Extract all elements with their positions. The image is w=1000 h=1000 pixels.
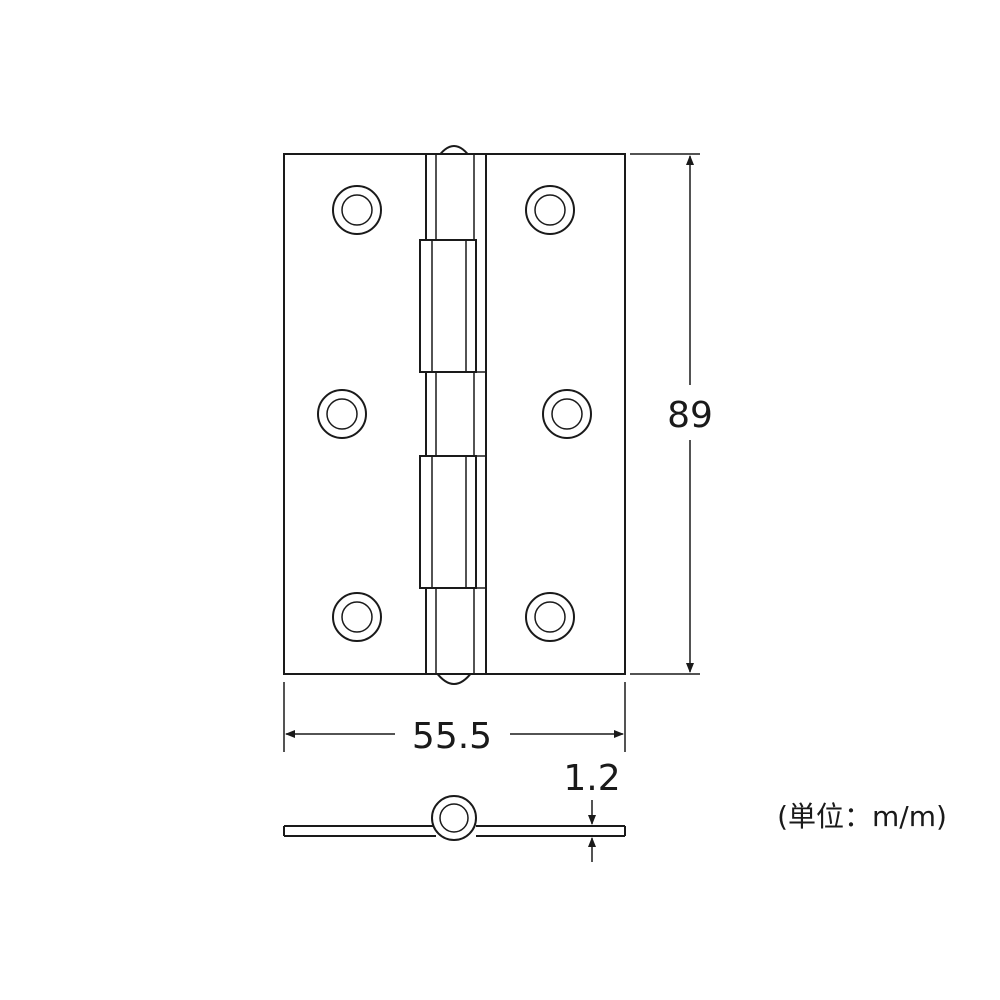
height-dimension-label: 89: [667, 395, 713, 436]
thickness-dimension: 1.2: [563, 758, 621, 862]
width-dimension-label: 55.5: [412, 716, 492, 757]
right-knuckle-edges: [476, 371, 487, 674]
height-dimension: 89: [630, 153, 713, 675]
pin-cap-bottom: [435, 671, 473, 685]
hinge-side-view: [283, 795, 626, 841]
hinge-barrel: [425, 153, 487, 675]
right-leaf: [485, 153, 626, 675]
screw-hole-left-bottom: [332, 592, 382, 642]
left-leaf: [283, 153, 427, 675]
pin-inner: [439, 803, 469, 833]
left-knuckle-upper: [419, 239, 477, 373]
left-knuckle-lower: [419, 455, 477, 589]
thickness-dimension-label: 1.2: [563, 758, 620, 799]
pin-outer: [431, 795, 477, 841]
hinge-front-view: [283, 145, 626, 685]
screw-hole-left-top: [332, 185, 382, 235]
screw-hole-right-top: [525, 185, 575, 235]
width-dimension: 55.5: [283, 682, 626, 757]
screw-hole-left-middle: [317, 389, 367, 439]
screw-hole-right-middle: [542, 389, 592, 439]
screw-hole-right-bottom: [525, 592, 575, 642]
unit-note: (単位：m/m): [777, 800, 947, 833]
